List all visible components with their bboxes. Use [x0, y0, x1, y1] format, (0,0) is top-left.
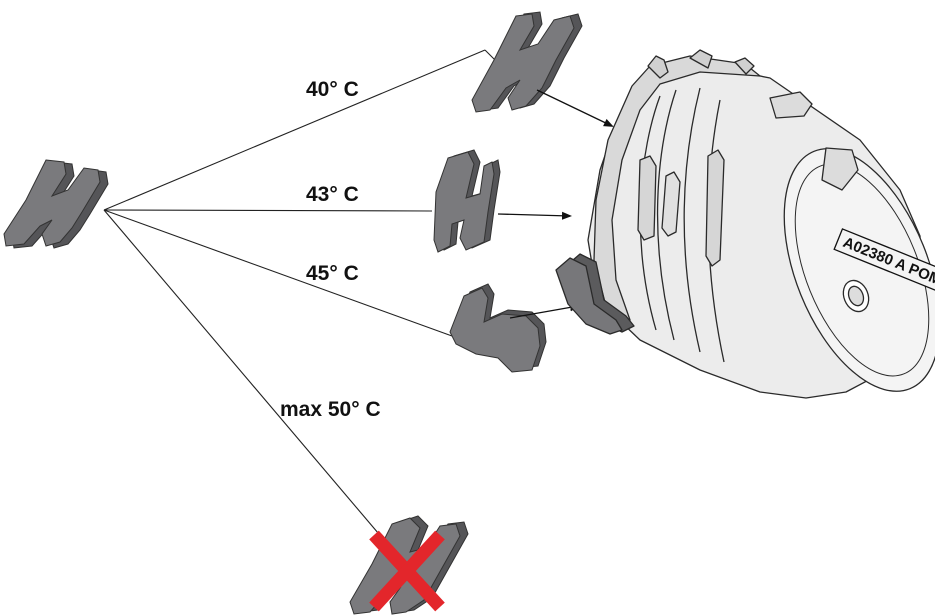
source-clip [3, 159, 109, 249]
label-45c: 45° C [306, 262, 359, 285]
line-to-40c-clip [103, 49, 486, 211]
label-max-50c: max 50° C [280, 398, 381, 421]
arrow-40c [536, 89, 614, 127]
clip-45c [449, 283, 547, 373]
clip-43c [433, 149, 501, 253]
connector-lines [103, 49, 496, 541]
line-to-45c-clip [103, 209, 453, 337]
arrow-43c [497, 211, 572, 220]
thermostatic-cartridge [555, 49, 935, 399]
insertion-arrows [497, 89, 614, 319]
label-40c: 40° C [306, 78, 359, 101]
line-to-43c-clip [103, 209, 433, 212]
label-43c: 43° C [306, 183, 359, 206]
rejected-cross-icon [369, 530, 445, 612]
clip-40c [471, 11, 583, 113]
line-tail-40c [484, 49, 496, 61]
arrow-45c [509, 303, 580, 319]
line-to-50c-clip [103, 209, 385, 541]
